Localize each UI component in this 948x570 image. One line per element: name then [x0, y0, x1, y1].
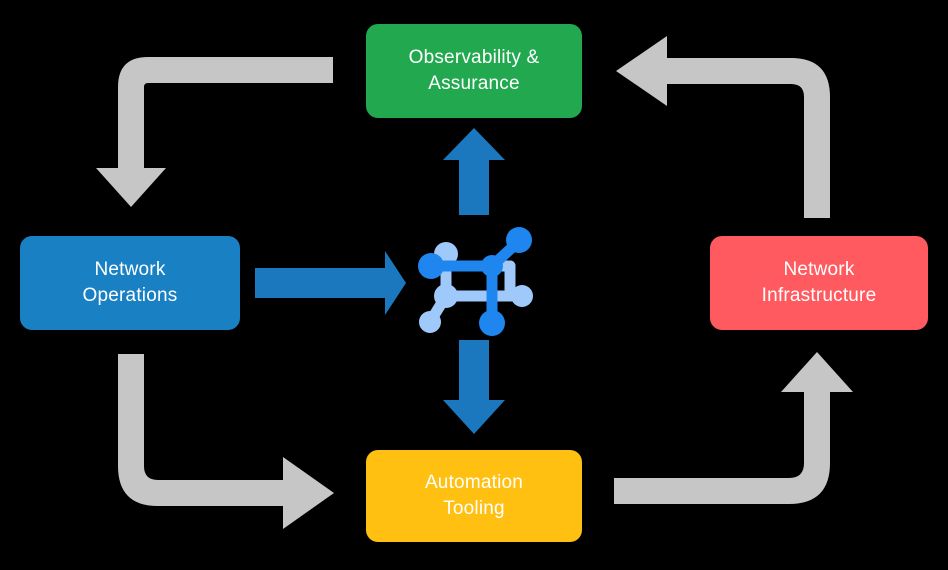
- arrow-observability-to-operations: [96, 57, 333, 207]
- network-icon-secondary-nodes: [419, 242, 533, 333]
- node-observability-label: Observability & Assurance: [408, 47, 540, 94]
- network-topology-icon: [418, 227, 533, 336]
- node-automation-label: Automation Tooling: [424, 472, 524, 519]
- arrow-center-to-observability: [443, 128, 505, 215]
- node-observability-assurance[interactable]: Observability & Assurance: [366, 24, 582, 118]
- node-infrastructure-label: Network Infrastructure: [761, 259, 877, 306]
- node-automation-tooling[interactable]: Automation Tooling: [366, 450, 582, 542]
- arrow-center-to-automation: [443, 340, 505, 434]
- node-network-infrastructure[interactable]: Network Infrastructure: [710, 236, 928, 330]
- arrow-operations-to-automation: [118, 354, 334, 529]
- arrow-infrastructure-to-observability: [616, 36, 830, 218]
- network-icon-primary-nodes: [418, 227, 532, 336]
- node-operations-label: Network Operations: [82, 259, 178, 306]
- node-network-operations[interactable]: Network Operations: [20, 236, 240, 330]
- arrow-operations-to-center: [255, 251, 406, 315]
- arrow-automation-to-infrastructure: [614, 352, 853, 504]
